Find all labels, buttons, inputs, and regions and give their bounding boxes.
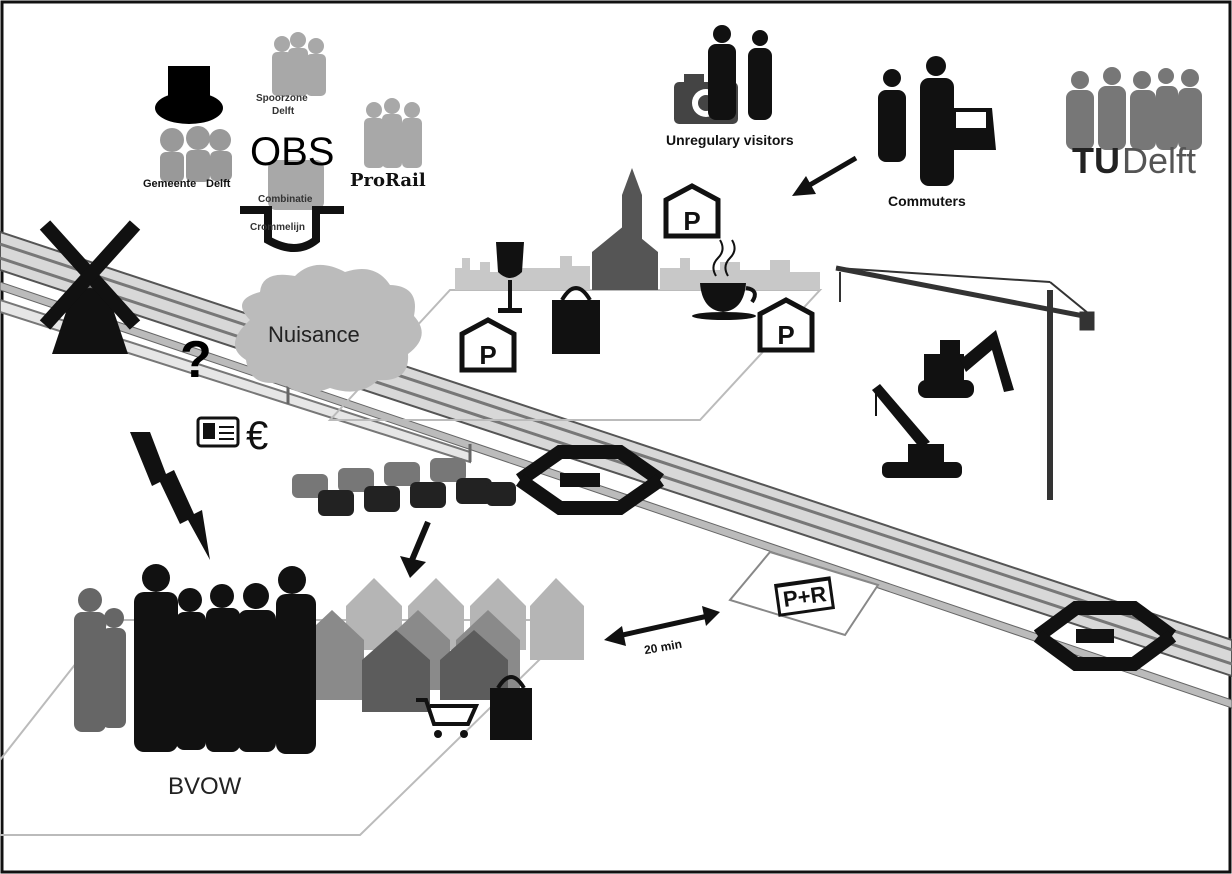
gemeente-delft-label: Delft [206,178,231,190]
people-silhouette-icon [364,98,422,168]
arrow-icon [792,155,858,196]
coffee-cup-icon [692,239,757,320]
tu-label: TU [1072,140,1120,181]
nuisance-label: Nuisance [268,322,360,347]
lightning-icon [130,432,210,560]
shopping-bag-icon [490,675,532,740]
top-hat-icon [155,66,223,124]
nuisance-cloud [234,264,422,393]
arrow-icon [400,520,431,578]
delft-label: Delft [1122,140,1197,181]
ns-logo-icon [515,445,665,515]
excavator-icon [918,330,1014,398]
spoorzone-label: Spoorzone [256,93,308,104]
commuters-label: Commuters [888,193,966,209]
people-silhouette-icon [878,56,954,186]
skyline [455,256,820,290]
bvow-label: BVOW [168,773,242,800]
pr-area [728,550,880,637]
crommelijn-logo [240,206,344,252]
prorail-label: ProRail [350,170,426,191]
people-silhouette-icon [268,32,326,210]
unregular-visitors-label: Unregulary visitors [666,132,794,148]
shopping-cart-icon [416,698,480,738]
people-silhouette-icon [74,564,316,754]
combinatie-label: Combinatie [258,194,313,205]
svg-text:P: P [777,320,794,350]
svg-text:P: P [683,206,700,236]
parking-icon: P [459,317,517,373]
arrow-icon [604,606,720,646]
crommelijn-label: Crommelijn [250,222,306,233]
people-silhouette-icon [708,25,772,120]
people-silhouette-icon [1066,67,1202,150]
spoorzone-delft-label: Delft [272,106,295,117]
car-icon [292,458,516,516]
house-icon [300,578,584,712]
parking-icon: P [757,297,815,353]
windmill-icon [39,220,141,354]
question-mark-icon: ? [180,331,212,389]
ns-logo-icon [1033,601,1177,671]
svg-text:P: P [479,340,496,370]
euro-icon: € [246,414,269,458]
shopping-bag-icon [552,286,600,354]
id-card-icon [196,416,240,448]
obs-label: OBS [250,130,335,174]
people-silhouette-icon [160,126,232,182]
wine-glass-icon [496,242,524,313]
mobile-crane-icon [872,384,962,478]
church-icon [592,168,658,290]
car-icon [946,108,996,150]
gemeente-label: Gemeente [143,178,197,190]
parking-icon: P [663,183,721,239]
crane-icon [835,265,1095,500]
